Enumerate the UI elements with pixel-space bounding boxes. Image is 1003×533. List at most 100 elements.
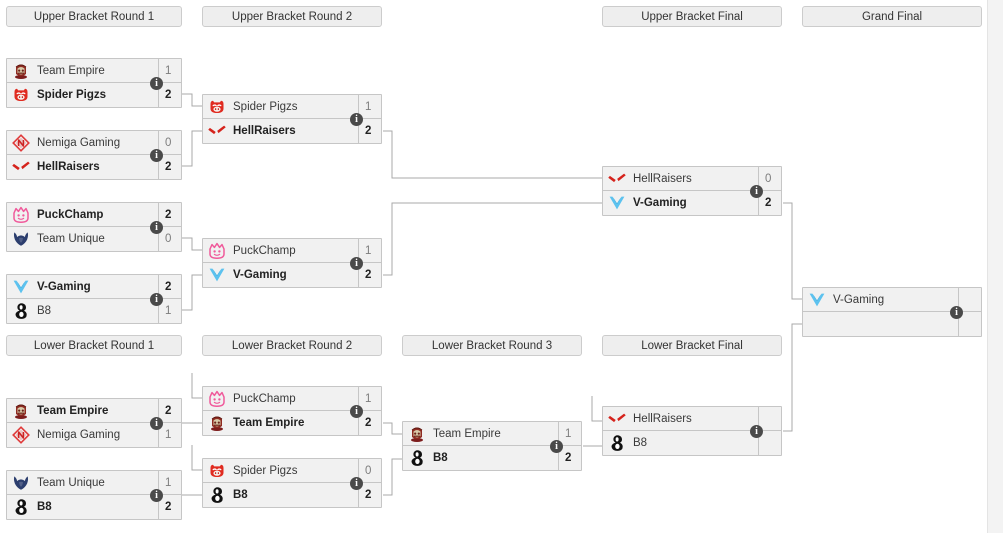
team-name: Spider Pigzs xyxy=(233,100,298,113)
round-header-grand-final: Grand Final xyxy=(802,6,982,27)
round-header-lower-bracket-final: Lower Bracket Final xyxy=(602,335,782,356)
match-ub-r1-m2[interactable]: Nemiga Gaming 0 HellRaisers 2 i xyxy=(6,130,182,180)
team-logo-b8-icon xyxy=(403,447,431,469)
team-logo-hellraisers-icon xyxy=(603,168,631,190)
match-lb-r3-m1[interactable]: Team Empire 1 B8 2 i xyxy=(402,421,582,471)
team-name: HellRaisers xyxy=(233,125,296,137)
round-header-lower-bracket-round-1: Lower Bracket Round 1 xyxy=(6,335,182,356)
match-ub-r1-m3[interactable]: PuckChamp 2 Team Unique 0 i xyxy=(6,202,182,252)
match-lb-r2-m2[interactable]: Spider Pigzs 0 B8 2 i xyxy=(202,458,382,508)
team-name: Team Empire xyxy=(37,404,109,417)
team-logo-team-empire-icon xyxy=(403,423,431,445)
team-name: B8 xyxy=(633,437,648,449)
match-ub-r1-m1[interactable]: Team Empire 1 Spider Pigzs 2 i xyxy=(6,58,182,108)
team-logo-v-gaming-icon xyxy=(803,289,831,311)
team-score: 1 xyxy=(158,423,181,447)
team-name: Team Empire xyxy=(37,64,105,77)
team-name: PuckChamp xyxy=(37,208,104,221)
team-score: 1 xyxy=(358,95,381,118)
team-name: B8 xyxy=(433,452,448,464)
team-name: PuckChamp xyxy=(233,392,296,405)
match-row-bottom[interactable]: Spider Pigzs 2 xyxy=(7,83,181,107)
round-header-lower-bracket-round-2: Lower Bracket Round 2 xyxy=(202,335,382,356)
match-ub-r1-m4[interactable]: V-Gaming 2 B8 1 i xyxy=(6,274,182,324)
team-name: HellRaisers xyxy=(633,172,692,185)
match-info-icon[interactable]: i xyxy=(750,184,763,198)
team-score xyxy=(958,312,981,336)
match-info-icon[interactable]: i xyxy=(350,476,363,490)
vertical-scrollbar[interactable] xyxy=(987,0,1003,533)
match-info-icon[interactable]: i xyxy=(150,148,163,162)
match-lb-r1-m2[interactable]: Team Unique 1 B8 2 i xyxy=(6,470,182,520)
team-logo-b8-icon xyxy=(603,432,631,454)
team-score xyxy=(758,407,781,430)
team-score: 2 xyxy=(158,275,181,298)
match-info-icon[interactable]: i xyxy=(150,292,163,306)
team-score: 2 xyxy=(158,495,181,519)
team-logo-empty-icon xyxy=(803,313,831,335)
team-logo-nemiga-gaming-icon xyxy=(7,424,35,446)
team-score: 2 xyxy=(558,446,581,470)
team-score: 1 xyxy=(558,422,581,445)
team-name: Team Empire xyxy=(433,427,501,440)
match-info-icon[interactable]: i xyxy=(750,424,763,438)
team-name: V-Gaming xyxy=(233,269,287,281)
round-header-upper-bracket-final: Upper Bracket Final xyxy=(602,6,782,27)
team-score: 2 xyxy=(158,83,181,107)
team-name: PuckChamp xyxy=(233,244,296,257)
match-info-icon[interactable]: i xyxy=(150,220,163,234)
team-score: 2 xyxy=(158,399,181,422)
match-info-icon[interactable]: i xyxy=(350,256,363,270)
team-logo-v-gaming-icon xyxy=(7,276,35,298)
team-name: V-Gaming xyxy=(833,293,885,306)
match-info-icon[interactable]: i xyxy=(550,439,563,453)
match-ub-r2-m1[interactable]: Spider Pigzs 1 HellRaisers 2 i xyxy=(202,94,382,144)
team-logo-puckchamp-icon xyxy=(203,388,231,410)
team-score xyxy=(758,431,781,455)
team-score: 1 xyxy=(358,239,381,262)
match-info-icon[interactable]: i xyxy=(950,305,963,319)
team-score: 2 xyxy=(158,203,181,226)
match-ub-r2-m2[interactable]: PuckChamp 1 V-Gaming 2 i xyxy=(202,238,382,288)
round-header-upper-bracket-round-1: Upper Bracket Round 1 xyxy=(6,6,182,27)
team-score: 2 xyxy=(158,155,181,179)
match-lb-r2-m1[interactable]: PuckChamp 1 Team Empire 2 i xyxy=(202,386,382,436)
team-score: 1 xyxy=(158,59,181,82)
team-name: Nemiga Gaming xyxy=(37,136,121,149)
team-logo-b8-icon xyxy=(203,484,231,506)
team-score xyxy=(958,288,981,311)
match-row-top[interactable]: Team Empire 1 xyxy=(403,422,581,446)
team-logo-puckchamp-icon xyxy=(7,204,35,226)
team-logo-puckchamp-icon xyxy=(203,240,231,262)
team-score: 1 xyxy=(158,471,181,494)
team-logo-team-unique-icon xyxy=(7,472,35,494)
match-grand-final[interactable]: V-Gaming i xyxy=(802,287,982,337)
match-info-icon[interactable]: i xyxy=(150,76,163,90)
team-logo-spider-pigzs-icon xyxy=(203,460,231,482)
round-header-lower-bracket-round-3: Lower Bracket Round 3 xyxy=(402,335,582,356)
team-name: B8 xyxy=(37,501,52,513)
team-name: B8 xyxy=(233,489,248,501)
match-lower-bracket-final[interactable]: HellRaisers B8 i xyxy=(602,406,782,456)
round-header-upper-bracket-round-2: Upper Bracket Round 2 xyxy=(202,6,382,27)
team-logo-spider-pigzs-icon xyxy=(7,84,35,106)
match-lb-r1-m1[interactable]: Team Empire 2 Nemiga Gaming 1 i xyxy=(6,398,182,448)
match-upper-bracket-final[interactable]: HellRaisers 0 V-Gaming 2 i xyxy=(602,166,782,216)
match-info-icon[interactable]: i xyxy=(150,488,163,502)
team-logo-hellraisers-icon xyxy=(203,120,231,142)
team-name: Nemiga Gaming xyxy=(37,429,121,441)
team-name: Spider Pigzs xyxy=(233,464,298,477)
team-logo-team-empire-icon xyxy=(7,400,35,422)
team-logo-spider-pigzs-icon xyxy=(203,96,231,118)
team-score: 0 xyxy=(158,227,181,251)
team-score: 0 xyxy=(158,131,181,154)
team-name: Spider Pigzs xyxy=(37,89,107,101)
team-logo-team-empire-icon xyxy=(203,412,231,434)
match-info-icon[interactable]: i xyxy=(350,404,363,418)
team-score: 0 xyxy=(758,167,781,190)
match-info-icon[interactable]: i xyxy=(150,416,163,430)
match-info-icon[interactable]: i xyxy=(350,112,363,126)
team-name: V-Gaming xyxy=(633,197,687,209)
team-name: Team Unique xyxy=(37,233,105,245)
